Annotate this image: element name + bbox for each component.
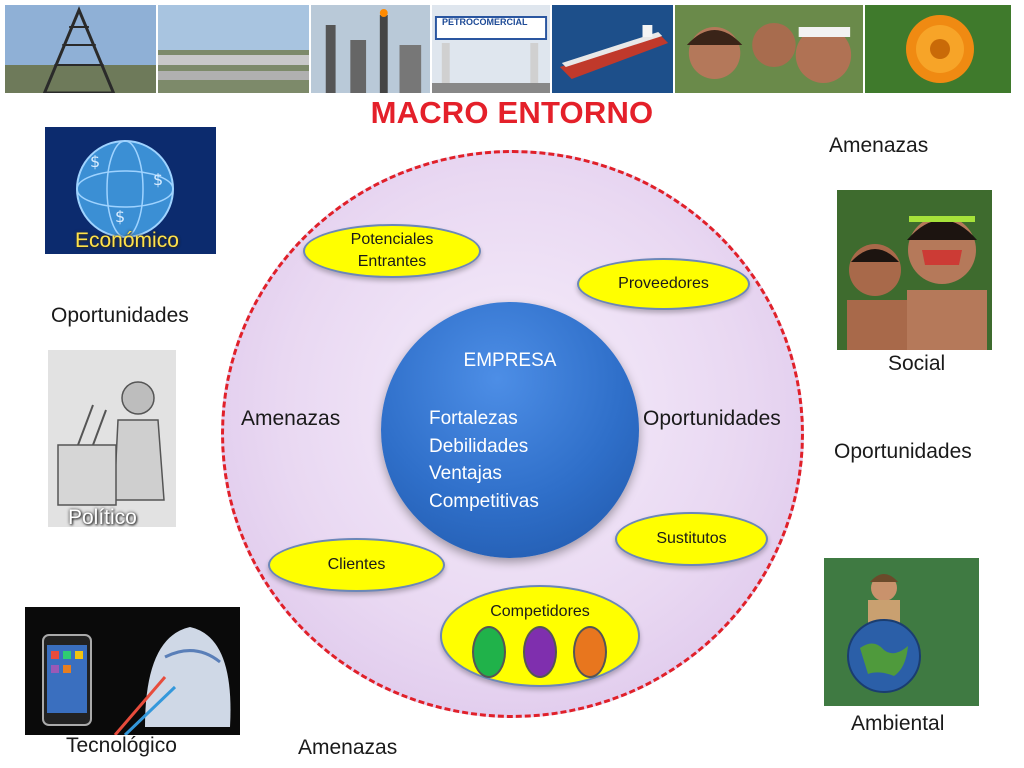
svg-text:$: $ bbox=[90, 152, 100, 171]
inner-label-opportunities: Oportunidades bbox=[643, 407, 781, 430]
oval-potenciales-entrantes: Potenciales Entrantes bbox=[303, 224, 481, 278]
factor-label-social: Social bbox=[888, 352, 946, 375]
outer-label-threats-bottom: Amenazas bbox=[298, 736, 398, 759]
outer-label-opportunities-left: Oportunidades bbox=[51, 304, 189, 327]
oval-potenciales-line-1: Potenciales bbox=[350, 231, 434, 248]
factor-card-politico: Político bbox=[48, 350, 176, 527]
outer-label-opportunities-right: Oportunidades bbox=[834, 440, 972, 463]
gas-station-sign: PETROCOMERCIAL bbox=[442, 17, 528, 27]
oval-proveedores: Proveedores bbox=[577, 258, 750, 310]
factor-card-economico: $ $ $ Económico bbox=[45, 127, 216, 254]
oval-sustitutos: Sustitutos bbox=[615, 512, 768, 566]
factor-card-tecnologico bbox=[25, 607, 240, 735]
photo-pipeline bbox=[158, 5, 311, 93]
outer-label-threats-top-right: Amenazas bbox=[829, 134, 929, 157]
photo-strip: PETROCOMERCIAL bbox=[5, 5, 1021, 93]
empresa-title: EMPRESA bbox=[463, 350, 557, 371]
diagram-title: MACRO ENTORNO bbox=[370, 95, 654, 130]
politician-podium-icon bbox=[48, 350, 176, 527]
svg-text:$: $ bbox=[153, 170, 163, 189]
oval-clientes: Clientes bbox=[268, 538, 445, 592]
empresa-factor-strengths: Fortalezas bbox=[429, 408, 518, 429]
oval-clientes-label: Clientes bbox=[327, 556, 386, 573]
child-globe-forest-icon bbox=[824, 558, 979, 706]
factor-card-social bbox=[837, 190, 992, 350]
svg-text:$: $ bbox=[115, 207, 125, 226]
factor-label-politico: Político bbox=[68, 506, 137, 527]
oval-proveedores-label: Proveedores bbox=[618, 275, 709, 292]
globe-money-icon: $ $ $ bbox=[45, 127, 216, 254]
competitor-dot-orange bbox=[573, 626, 607, 678]
oval-competidores-label: Competidores bbox=[490, 603, 590, 620]
photo-drilling-rig bbox=[5, 5, 158, 93]
photo-gas-station: PETROCOMERCIAL bbox=[432, 5, 552, 93]
factor-label-ambiental: Ambiental bbox=[851, 712, 945, 735]
oval-sustitutos-label: Sustitutos bbox=[656, 530, 727, 547]
empresa-factor-competitive: Competitivas bbox=[429, 490, 539, 512]
empresa-factor-weaknesses: Debilidades bbox=[429, 435, 529, 457]
photo-flower bbox=[865, 5, 1011, 93]
empresa-core: EMPRESA Fortalezas Debilidades Ventajas … bbox=[381, 302, 639, 558]
photo-indigenous-children bbox=[675, 5, 865, 93]
factor-card-ambiental bbox=[824, 558, 979, 706]
competitor-dot-green bbox=[472, 626, 506, 678]
oval-potenciales-line-2: Entrantes bbox=[357, 253, 427, 270]
empresa-factor-advantages: Ventajas bbox=[429, 463, 502, 484]
competitor-dot-purple bbox=[523, 626, 557, 678]
empresa-factors: Fortalezas Debilidades Ventajas Competit… bbox=[429, 405, 539, 515]
inner-label-threats: Amenazas bbox=[241, 407, 341, 430]
factor-label-tecnologico: Tecnológico bbox=[66, 734, 177, 757]
factor-label-economico: Económico bbox=[75, 229, 179, 252]
photo-refinery bbox=[311, 5, 432, 93]
technology-head-phone-icon bbox=[25, 607, 240, 735]
photo-oil-tanker bbox=[552, 5, 675, 93]
indigenous-family-icon bbox=[837, 190, 992, 350]
